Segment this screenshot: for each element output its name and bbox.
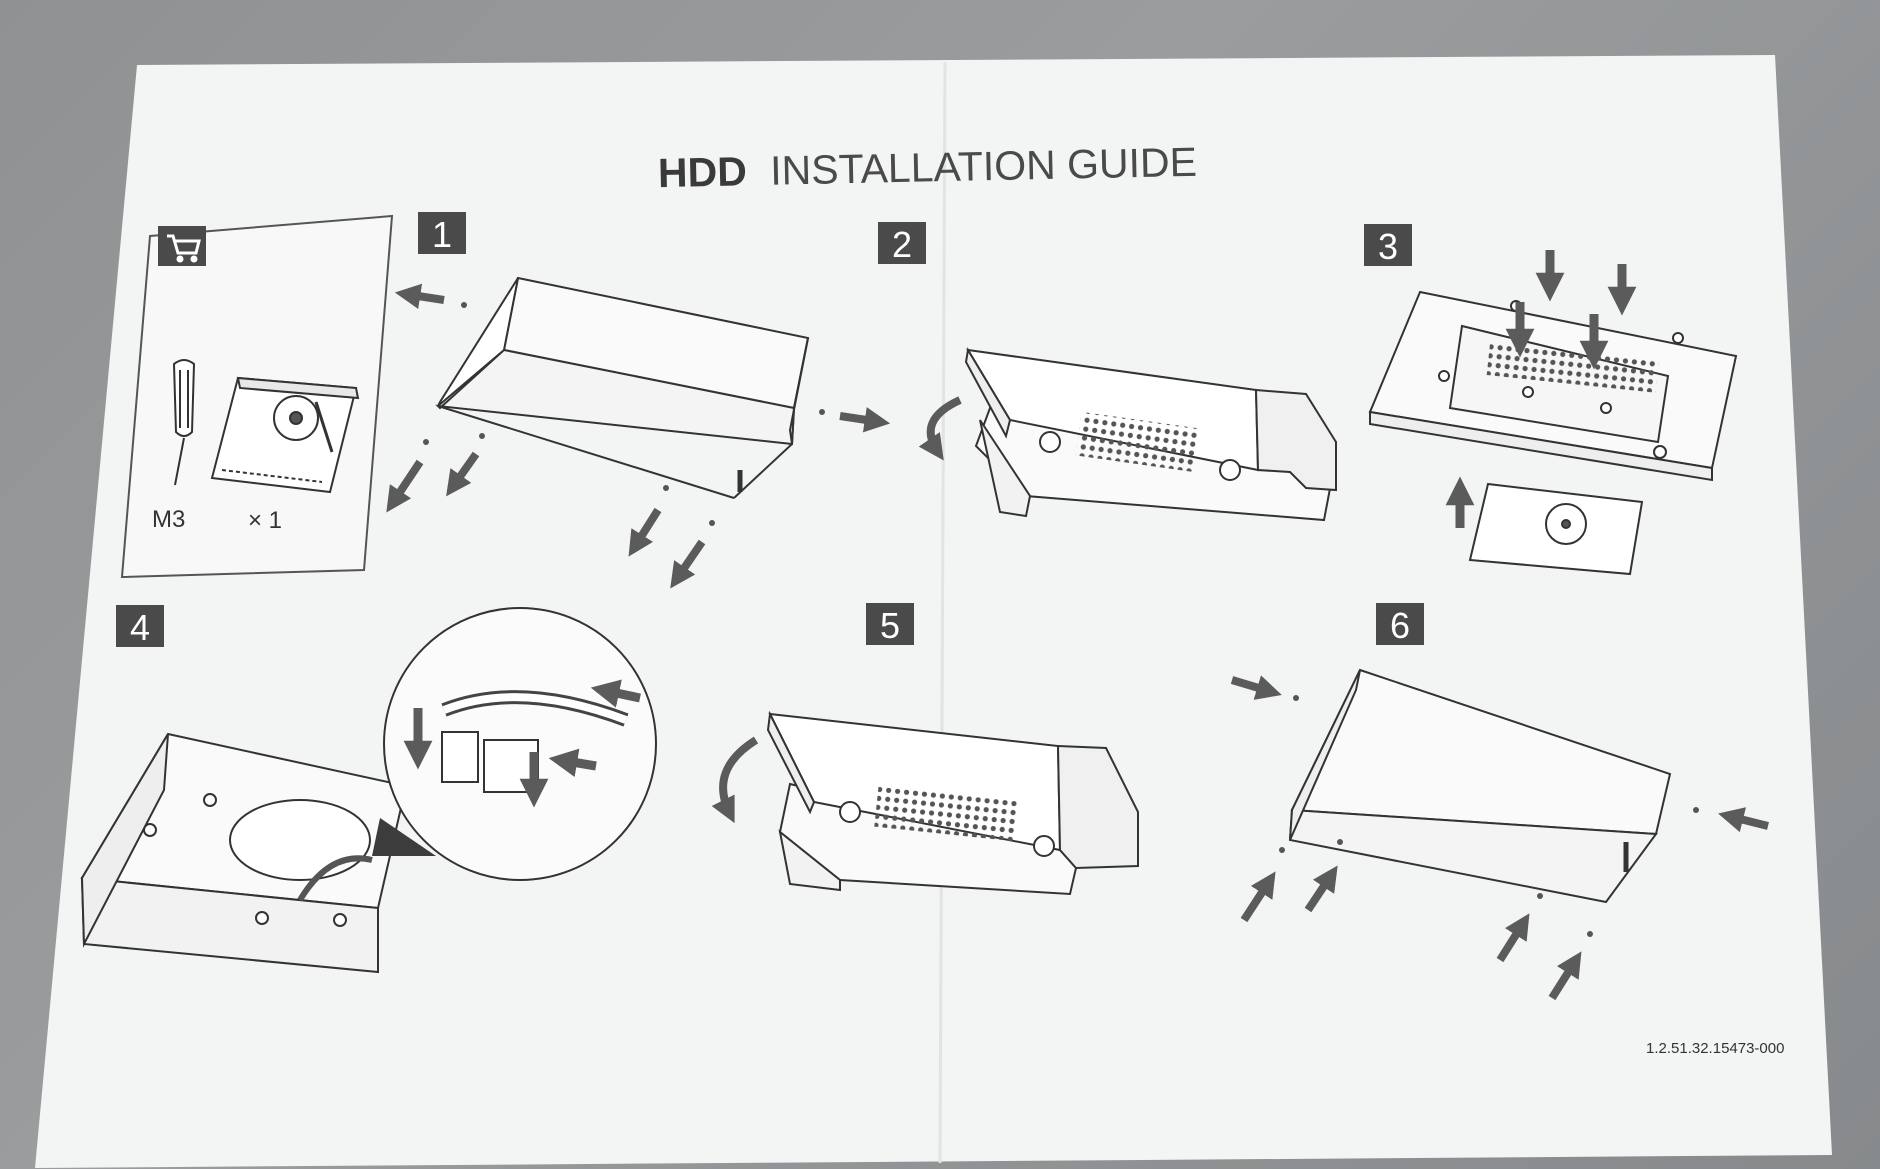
step-number: 1 (432, 214, 452, 255)
paper (35, 55, 1832, 1168)
step-number: 4 (130, 607, 150, 648)
step-3-illustration (1368, 250, 1738, 576)
part-number: 1.2.51.32.15473-000 (1646, 1040, 1784, 1057)
fold-line (938, 61, 947, 1164)
parts-box: M3 × 1 (120, 214, 394, 579)
hdd-quantity: × 1 (248, 507, 282, 534)
guide-title: HDD INSTALLATION GUIDE (658, 139, 1198, 196)
title-hdd: HDD (658, 148, 748, 196)
title-rest: INSTALLATION GUIDE (770, 139, 1198, 194)
step-badge-3: 3 (1364, 224, 1412, 267)
step-badge-1: 1 (418, 212, 466, 255)
step-2-illustration (918, 347, 1337, 522)
step-badge-5: 5 (866, 603, 914, 646)
step-badge-2: 2 (878, 222, 926, 265)
step-number: 5 (880, 605, 900, 646)
cart-icon (167, 234, 201, 263)
step-6-illustration (1230, 668, 1769, 1001)
screw-label: M3 (152, 506, 185, 533)
step-number: 6 (1390, 605, 1410, 646)
step-5-illustration (711, 710, 1139, 896)
step-badge-4: 4 (116, 605, 164, 648)
hard-drive-icon (210, 376, 360, 494)
screwdriver-icon (172, 359, 196, 486)
step-4-illustration (80, 607, 657, 974)
step-number: 3 (1378, 226, 1398, 267)
step-badge-6: 6 (1376, 603, 1424, 646)
step-1-illustration (386, 276, 891, 589)
step-number: 2 (892, 224, 912, 265)
